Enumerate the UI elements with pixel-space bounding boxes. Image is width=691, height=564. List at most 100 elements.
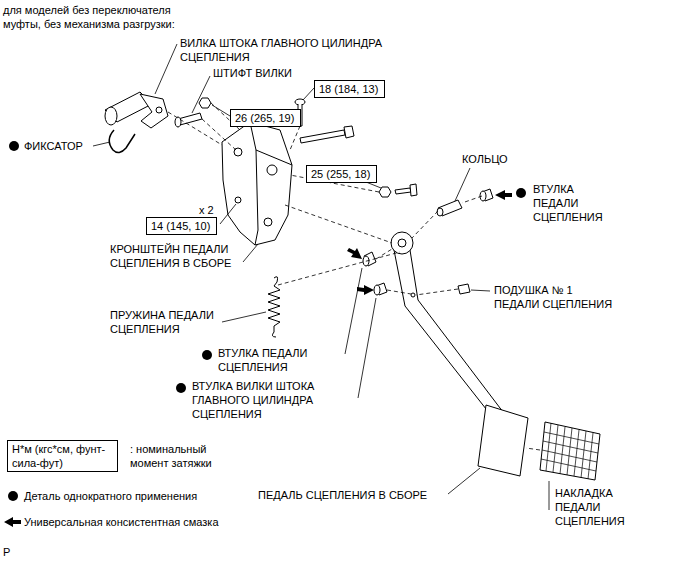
pedal-bracket — [255, 150, 258, 245]
clutch-pedal — [478, 405, 528, 476]
torque-box: 25 (255, 18) — [306, 165, 377, 183]
assembly-line — [168, 103, 540, 450]
one-time-use-dot — [9, 141, 19, 151]
torque-box: 26 (265, 19) — [230, 109, 301, 127]
grease-arrow — [4, 517, 21, 527]
clevis-pin — [175, 117, 181, 127]
one-time-use-dot — [176, 383, 186, 393]
legend-text: Универсальная консистентная смазка — [24, 515, 219, 529]
unit-text: Н*м (кгс*см, фунт-сила-фут) — [12, 442, 112, 470]
one-time-use-dot — [516, 188, 526, 198]
bushing — [374, 285, 380, 295]
leader-line — [471, 290, 490, 291]
clutch-pedal — [411, 293, 415, 297]
bolt — [395, 188, 411, 194]
clevis-pin — [178, 113, 202, 125]
pedal-bracket — [235, 197, 241, 203]
one-time-use-dot — [8, 141, 526, 501]
grease-arrow — [495, 190, 512, 200]
assembly-line — [285, 205, 392, 243]
clevis — [140, 94, 168, 128]
leader-line — [93, 44, 549, 510]
pedal-bracket — [267, 165, 277, 175]
pedal-bracket — [264, 218, 272, 226]
torque-box: 14 (145, 10) — [146, 217, 217, 235]
leader-line — [222, 312, 266, 322]
collar — [437, 200, 462, 216]
assembly-line — [416, 289, 458, 295]
bolt — [344, 126, 354, 138]
assembly-line — [168, 112, 222, 145]
leader-line — [303, 88, 314, 100]
part-label: ПРУЖИНА ПЕДАЛИ СЦЕПЛЕНИЯ — [110, 308, 230, 336]
clevis — [105, 107, 117, 125]
part-label: ВИЛКА ШТОКА ГЛАВНОГО ЦИЛИНДРА СЦЕПЛЕНИЯ — [180, 36, 430, 64]
assembly-line — [412, 211, 438, 238]
part-label: ФИКСАТОР — [24, 139, 83, 153]
assembly-line — [462, 196, 482, 203]
collar — [438, 200, 462, 216]
grease-arrow — [347, 248, 362, 259]
leader-line — [192, 76, 210, 113]
torque-value: 25 (255, 18) — [311, 167, 372, 181]
leader-line — [155, 44, 177, 94]
part-label: ПОДУШКА № 1 ПЕДАЛИ СЦЕПЛЕНИЯ — [494, 283, 619, 311]
leader-line — [220, 204, 236, 224]
grease-arrow — [357, 285, 374, 295]
clutch-pedal — [391, 232, 528, 476]
part-label: КОЛЬЦО — [462, 152, 508, 166]
nut — [379, 187, 391, 197]
pedal-spring — [268, 277, 280, 337]
one-time-use-dot — [202, 350, 212, 360]
part-label: ВТУЛКА ВИЛКИ ШТОКА ГЛАВНОГО ЦИЛИНДРА СЦЕ… — [192, 379, 342, 421]
nut — [199, 98, 211, 108]
part-label: НАКЛАДКА ПЕДАЛИ СЦЕПЛЕНИЯ — [555, 486, 635, 528]
assembly-line — [387, 290, 411, 294]
leader-line — [358, 298, 376, 398]
assembly-line — [376, 249, 392, 259]
pedal-bracket — [222, 122, 292, 245]
leader-line — [549, 481, 550, 510]
torque-value: 14 (145, 10) — [151, 219, 212, 233]
bushing — [374, 283, 387, 295]
part-label: КРОНШТЕЙН ПЕДАЛИ СЦЕПЛЕНИЯ В СБОРЕ — [110, 242, 260, 270]
clutch-pedal — [398, 239, 406, 247]
leader-line — [345, 268, 362, 354]
bolt — [300, 130, 345, 143]
torque-box: 18 (184, 13) — [314, 80, 385, 98]
diagram-title: для моделей без переключателя муфты, без… — [3, 3, 208, 31]
leader-line — [212, 105, 230, 116]
assembly-line — [290, 126, 300, 150]
torque-value: 18 (184, 13) — [319, 82, 380, 96]
pedal-pad — [540, 422, 600, 480]
part-label: ШТИФТ ВИЛКИ — [213, 66, 292, 80]
bushing — [480, 189, 493, 201]
bolt — [300, 126, 354, 143]
part-label: x 2 — [199, 203, 214, 217]
assembly-line — [526, 448, 540, 450]
leader-line — [243, 244, 258, 262]
torque-value: 26 (265, 19) — [235, 111, 296, 125]
collar — [437, 208, 443, 216]
part-label: P — [3, 545, 10, 559]
part-label: ПЕДАЛЬ СЦЕПЛЕНИЯ В СБОРЕ — [258, 488, 427, 502]
clutch-pedal — [391, 232, 413, 254]
leader-line — [93, 142, 110, 146]
pedal-pad — [541, 423, 599, 479]
assembly-line — [278, 252, 400, 285]
one-time-use-dot — [8, 491, 18, 501]
unit-box: Н*м (кгс*см, фунт-сила-фут) — [7, 440, 118, 472]
pedal-bracket — [222, 122, 292, 245]
legend-text: : номинальный момент затяжки — [130, 442, 225, 470]
grease-arrow — [4, 190, 512, 527]
leader-line — [448, 468, 480, 494]
pedal-pad — [540, 422, 600, 480]
part-label: ВТУЛКА ПЕДАЛИ СЦЕПЛЕНИЯ — [218, 346, 333, 374]
part-label: ВТУЛКА ПЕДАЛИ СЦЕПЛЕНИЯ — [533, 182, 618, 224]
bolt — [410, 184, 417, 196]
leader-line — [455, 168, 470, 201]
cushion — [458, 284, 470, 294]
clevis — [156, 107, 162, 113]
legend-text: Деталь однократного применения — [24, 489, 197, 503]
